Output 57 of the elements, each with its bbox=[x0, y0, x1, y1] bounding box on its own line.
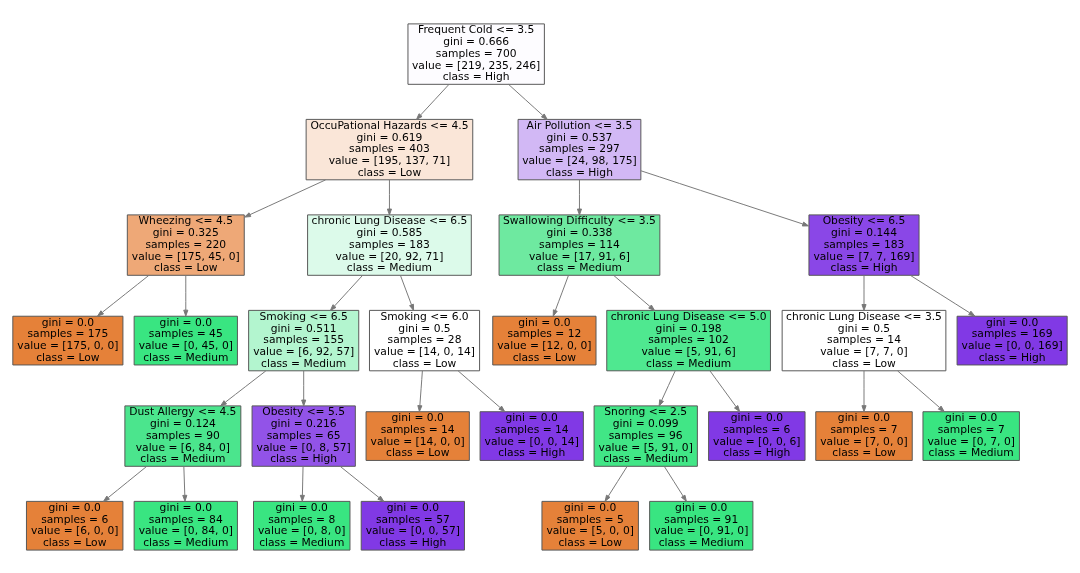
node-box: gini = 0.0 samples = 5 value = [5, 0, 0] class = Low bbox=[541, 500, 639, 551]
arrow bbox=[457, 369, 506, 412]
node-box: Obesity <= 5.5 gini = 0.216 samples = 65 value = [0, 8, 57] class = High bbox=[251, 404, 356, 467]
node-box: gini = 0.0 samples = 14 value = [14, 0, 0] class = Low bbox=[365, 410, 470, 461]
node-box: gini = 0.0 samples = 45 value = [0, 45, 0] class = Medium bbox=[133, 315, 238, 365]
arrow bbox=[861, 369, 867, 412]
node-box: gini = 0.0 samples = 169 value = [0, 0, 169] class = High bbox=[956, 315, 1068, 365]
node-box: OccuPational Hazards <= 4.5 gini = 0.619 samples = 403 value = [195, 137, 71] class = Low bbox=[305, 118, 474, 180]
arrow bbox=[658, 369, 676, 406]
arrow bbox=[183, 274, 189, 316]
arrow bbox=[301, 369, 307, 406]
arrow bbox=[897, 369, 945, 412]
arrow bbox=[613, 274, 655, 311]
node-box: gini = 0.0 samples = 12 value = [12, 0, 0] class = Low bbox=[492, 315, 597, 365]
node-box: gini = 0.0 samples = 6 value = [6, 0, 0] class = Low bbox=[25, 500, 124, 551]
node-box: gini = 0.0 samples = 175 value = [175, 0, 0] class = Low bbox=[12, 315, 124, 365]
arrow bbox=[339, 465, 385, 502]
node-box: gini = 0.0 samples = 8 value = [0, 8, 0] class = Medium bbox=[253, 500, 351, 551]
arrow bbox=[220, 369, 267, 406]
node-box: Air Pollution <= 3.5 gini = 0.537 samples = 297 value = [24, 98, 175] class = High bbox=[517, 118, 642, 180]
arrow bbox=[97, 274, 150, 316]
arrow bbox=[244, 178, 327, 218]
arrow bbox=[386, 178, 392, 215]
node-box: chronic Lung Disease <= 6.5 gini = 0.585 samples = 183 value = [20, 92, 71] class = Medium bbox=[307, 213, 472, 276]
arrow bbox=[416, 83, 450, 120]
node-box: gini = 0.0 samples = 84 value = [0, 84, 0] class = Medium bbox=[133, 500, 238, 551]
arrow bbox=[604, 465, 628, 502]
node-box: Frequent Cold <= 3.5 gini = 0.666 samples = 700 value = [219, 235, 246] class = High bbox=[407, 22, 545, 85]
node-box: Snoring <= 2.5 gini = 0.099 samples = 96 value = [5, 91, 0] class = Medium bbox=[593, 404, 698, 467]
arrow bbox=[664, 465, 687, 502]
node-box: gini = 0.0 samples = 57 value = [0, 0, 57] class = High bbox=[360, 500, 465, 551]
node-box: gini = 0.0 samples = 7 value = [7, 0, 0] class = Low bbox=[815, 410, 913, 461]
arrow bbox=[508, 83, 548, 120]
arrow bbox=[299, 465, 305, 502]
node-box: Wheezing <= 4.5 gini = 0.325 samples = 220 value = [175, 45, 0] class = Low bbox=[126, 213, 245, 276]
arrow bbox=[552, 274, 569, 316]
node-box: Dust Allergy <= 4.5 gini = 0.124 samples = 90 value = [6, 84, 0] class = Medium bbox=[124, 404, 242, 467]
node-box: gini = 0.0 samples = 14 value = [0, 0, 14] class = High bbox=[479, 410, 584, 461]
node-box: chronic Lung Disease <= 5.0 gini = 0.198 samples = 102 value = [5, 91, 6] class = Medium bbox=[606, 309, 771, 371]
arrow bbox=[576, 178, 582, 215]
arrow bbox=[640, 169, 809, 226]
arrow bbox=[330, 274, 364, 311]
arrow bbox=[417, 369, 423, 412]
arrow bbox=[910, 274, 976, 316]
node-box: gini = 0.0 samples = 7 value = [0, 7, 0] class = Medium bbox=[922, 410, 1020, 461]
node-box: gini = 0.0 samples = 91 value = [0, 91, 0] class = Medium bbox=[649, 500, 754, 551]
arrow bbox=[182, 465, 188, 502]
node-box: Obesity <= 6.5 gini = 0.144 samples = 183 value = [7, 7, 169] class = High bbox=[808, 213, 920, 276]
arrow bbox=[861, 274, 867, 311]
node-box: Smoking <= 6.5 gini = 0.511 samples = 155 value = [6, 92, 57] class = Medium bbox=[248, 309, 360, 371]
node-box: chronic Lung Disease <= 3.5 gini = 0.5 samples = 14 value = [7, 7, 0] class = Low bbox=[781, 309, 947, 371]
node-box: Swallowing Difficulty <= 3.5 gini = 0.338 samples = 114 value = [17, 91, 6] class = Medium bbox=[498, 213, 661, 276]
node-box: Smoking <= 6.0 gini = 0.5 samples = 28 value = [14, 0, 14] class = Low bbox=[369, 309, 481, 371]
arrow bbox=[399, 274, 415, 311]
node-box: gini = 0.0 samples = 6 value = [0, 0, 6] class = High bbox=[708, 410, 806, 461]
arrow bbox=[103, 465, 148, 502]
arrow bbox=[709, 369, 741, 412]
